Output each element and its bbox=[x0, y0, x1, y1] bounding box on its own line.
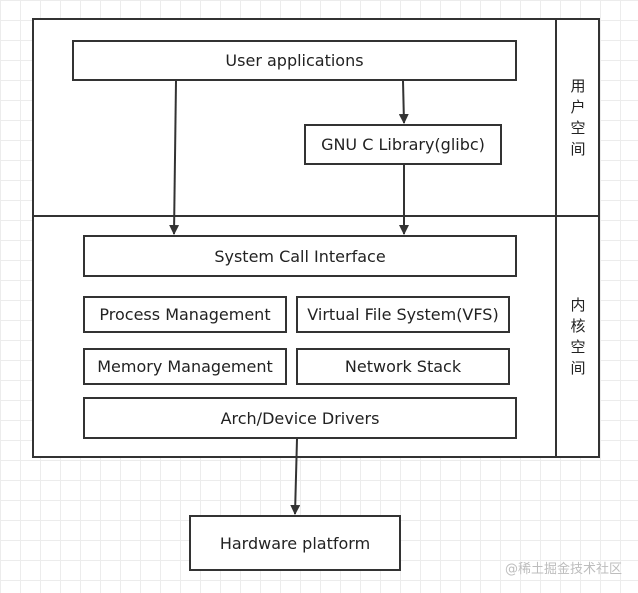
kernel-space-label-char: 核 bbox=[570, 317, 586, 335]
user-space-label-char: 户 bbox=[570, 98, 586, 116]
arch-device-drivers-box: Arch/Device Drivers bbox=[83, 397, 517, 439]
vfs-box: Virtual File System(VFS) bbox=[296, 296, 510, 333]
hardware-platform-box: Hardware platform bbox=[189, 515, 401, 571]
user-applications-box: User applications bbox=[72, 40, 517, 81]
memory-management-box: Memory Management bbox=[83, 348, 287, 385]
kernel-space-label-char: 空 bbox=[570, 338, 586, 356]
arrow-apps-to-glibc bbox=[398, 80, 409, 124]
kernel-space-label-char: 内 bbox=[570, 296, 586, 314]
user-space-label: 用 户 空 间 bbox=[558, 76, 598, 160]
user-space-label-char: 用 bbox=[570, 77, 586, 95]
arrow-drivers-to-hardware bbox=[290, 438, 301, 515]
label-column-divider bbox=[555, 19, 557, 457]
arrow-apps-to-syscall bbox=[169, 80, 180, 235]
kernel-space-label-char: 间 bbox=[570, 359, 586, 377]
system-call-interface-box: System Call Interface bbox=[83, 235, 517, 277]
user-space-label-char: 空 bbox=[570, 119, 586, 137]
user-space-label-char: 间 bbox=[570, 140, 586, 158]
kernel-space-label: 内 核 空 间 bbox=[558, 295, 598, 379]
glibc-box: GNU C Library(glibc) bbox=[304, 124, 502, 165]
network-stack-box: Network Stack bbox=[296, 348, 510, 385]
space-divider bbox=[33, 215, 599, 217]
watermark-text: @稀土掘金技术社区 bbox=[504, 562, 622, 577]
process-management-box: Process Management bbox=[83, 296, 287, 333]
